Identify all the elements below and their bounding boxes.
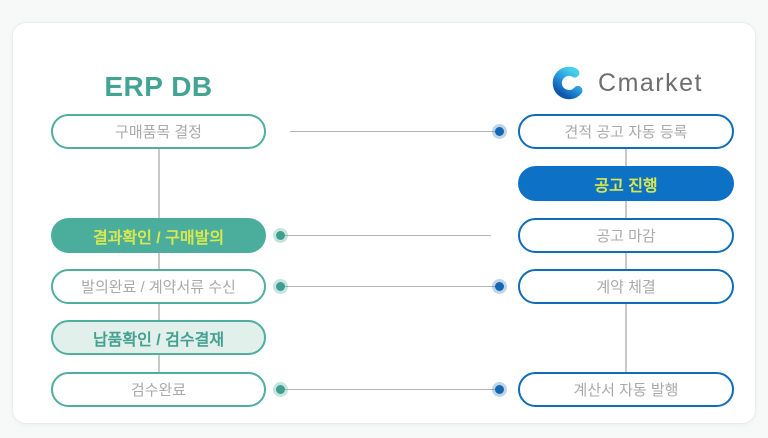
crosslink-invoice	[285, 389, 497, 390]
cmarket-step-notice-ongoing: 공고 진행	[518, 166, 734, 201]
crosslink-contract	[285, 286, 497, 287]
erp-connector-3-4	[158, 304, 160, 320]
cmarket-brand: Cmarket	[518, 61, 734, 105]
erp-step-result-confirm: 결과확인 / 구매발의	[51, 218, 266, 253]
cmarket-connector-3-4	[625, 253, 627, 269]
erp-step-delivery-confirm: 납품확인 / 검수결재	[51, 320, 266, 355]
connector-dot-teal	[276, 231, 285, 240]
connector-dot-teal	[276, 282, 285, 291]
cmarket-brand-text: Cmarket	[598, 68, 703, 97]
connector-dot-blue	[495, 127, 504, 136]
erp-connector-2-3	[158, 253, 160, 269]
erp-connector-4-5	[158, 355, 160, 372]
cmarket-connector-4-5	[625, 304, 627, 372]
crosslink-close-to-result	[285, 235, 491, 236]
cmarket-step-contract: 계약 체결	[518, 269, 734, 304]
crosslink-register	[290, 131, 498, 132]
erp-step-proposal-complete: 발의완료 / 계약서류 수신	[51, 269, 266, 304]
cmarket-step-notice-close: 공고 마감	[518, 218, 734, 253]
cmarket-step-auto-register: 견적 공고 자동 등록	[518, 114, 734, 149]
cmarket-step-auto-invoice: 계산서 자동 발행	[518, 372, 734, 407]
erp-step-purchase-item: 구매품목 결정	[51, 114, 266, 149]
cmarket-connector-2-3	[625, 201, 627, 218]
cmarket-logo-icon	[549, 63, 589, 103]
erp-connector-1-2	[158, 149, 160, 218]
erp-step-inspection-complete: 검수완료	[51, 372, 266, 407]
connector-dot-blue	[495, 385, 504, 394]
connector-dot-blue	[495, 282, 504, 291]
erp-db-title: ERP DB	[104, 71, 213, 102]
diagram-card: ERP DB Cmarket 구매품목 결정 결과확인 / 구매발의 발의완료 …	[12, 22, 756, 424]
cmarket-connector-1-2	[625, 149, 627, 166]
connector-dot-teal	[276, 385, 285, 394]
